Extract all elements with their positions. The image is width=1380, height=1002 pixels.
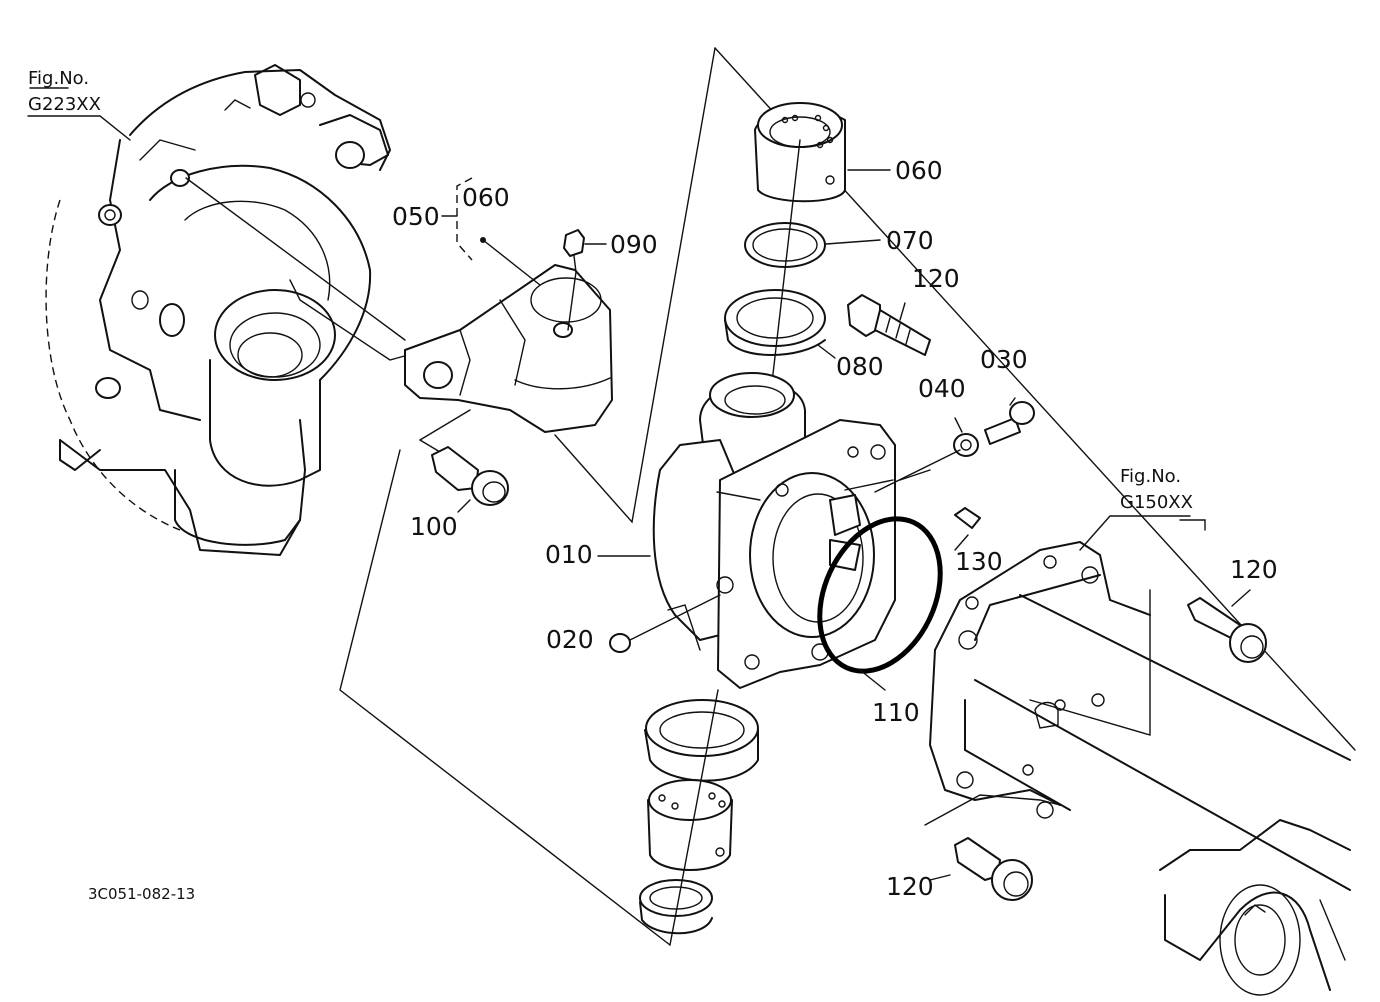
- label-130: 130: [955, 547, 1003, 576]
- grease-nipple-part: [563, 229, 607, 331]
- nut-020-part: [609, 594, 721, 653]
- label-120-right: 120: [1230, 555, 1278, 584]
- leader-line: [859, 669, 886, 691]
- fig-ref-right-line2: G150XX: [1120, 492, 1193, 513]
- label-120-upper: 120: [912, 264, 960, 293]
- label-060: 060: [895, 156, 943, 185]
- leader-line: [899, 469, 931, 481]
- leader-dot: [480, 237, 486, 243]
- alignment-line: [185, 177, 406, 341]
- axis-line: [669, 689, 719, 946]
- label-020: 020: [546, 625, 594, 654]
- seal-080-part: [724, 289, 836, 359]
- label-100: 100: [410, 512, 458, 541]
- label-090: 090: [610, 230, 658, 259]
- bushing-060-part: [754, 102, 891, 203]
- axle-case-housing: [929, 515, 1351, 996]
- lower-seal-part: [639, 879, 713, 935]
- alignment-line: [874, 449, 961, 493]
- bolt-030-part: [984, 397, 1035, 445]
- fig-ref-right-line1: Fig.No.: [1120, 466, 1181, 487]
- knuckle-housing-010-part: [652, 372, 896, 689]
- bolt-120-lower-part: [924, 794, 1061, 901]
- lower-bearing-part: [644, 699, 759, 782]
- alignment-line: [339, 449, 671, 946]
- label-110: 110: [872, 698, 920, 727]
- label-030: 030: [980, 345, 1028, 374]
- label-120-lower: 120: [886, 872, 934, 901]
- nut-040-part: [953, 417, 979, 457]
- gear-case-housing: [27, 64, 391, 556]
- fig-ref-left-line2: G223XX: [28, 94, 101, 115]
- bolt-100-part: [431, 446, 509, 513]
- label-080: 080: [836, 352, 884, 381]
- diagram-code: 3C051-082-13: [88, 885, 195, 903]
- o-ring-110-part: [817, 516, 943, 674]
- label-040: 040: [918, 374, 966, 403]
- axis-line: [769, 139, 801, 401]
- knuckle-arm-part: [404, 264, 613, 471]
- bolt-120-upper-part: [847, 294, 931, 356]
- label-010: 010: [545, 540, 593, 569]
- fig-ref-left-line1: Fig.No.: [28, 68, 89, 89]
- pin-130-part: [954, 507, 981, 551]
- leader-line: [482, 239, 541, 286]
- group-bracket: [456, 177, 473, 261]
- label-050: 050: [392, 202, 440, 231]
- label-060-group: 060: [462, 183, 510, 212]
- label-070: 070: [886, 226, 934, 255]
- lower-bushing-part: [647, 779, 733, 871]
- ring-070-part: [744, 222, 881, 268]
- bolt-120-right-part: [1187, 589, 1267, 663]
- alignment-line: [289, 279, 409, 361]
- alignment-line: [554, 47, 716, 524]
